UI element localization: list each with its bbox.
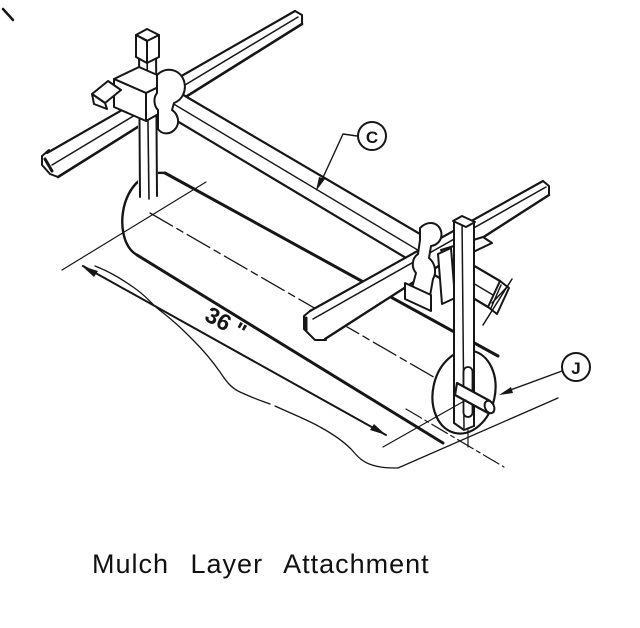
leader-line-j bbox=[504, 370, 563, 393]
callout-c: C bbox=[316, 121, 387, 191]
callout-letter-c: C bbox=[366, 128, 378, 147]
clamp-foot bbox=[404, 282, 432, 312]
callout-circle-c bbox=[357, 121, 387, 151]
callout-letter-j: J bbox=[571, 359, 580, 378]
dimension-arrow-right bbox=[370, 424, 386, 435]
bar-c-cut-face bbox=[487, 280, 510, 315]
leader-line-c bbox=[319, 133, 358, 185]
figure-caption: Mulch Layer Attachment bbox=[92, 549, 430, 579]
cut-face-hatch bbox=[490, 284, 507, 309]
axle-pin-end bbox=[483, 399, 496, 415]
extension-line-left bbox=[61, 181, 207, 271]
ground-sketch-line bbox=[94, 265, 559, 469]
clamp-hook bbox=[153, 68, 186, 135]
leader-arrow-j bbox=[499, 387, 513, 395]
dimension-line bbox=[82, 265, 387, 436]
clamp-back-jaw bbox=[437, 247, 456, 305]
clamp-hook bbox=[411, 222, 443, 297]
break-slash bbox=[482, 278, 513, 326]
drum-top-edge bbox=[163, 171, 500, 358]
bar-end-lip bbox=[43, 157, 54, 173]
standard-top-cap bbox=[452, 215, 476, 228]
callout-circle-j bbox=[561, 352, 591, 382]
drum-bottom-edge bbox=[135, 253, 445, 445]
left-standard-assembly bbox=[91, 28, 186, 200]
bar-cut-tip bbox=[542, 180, 550, 196]
leader-arrow-c bbox=[316, 177, 325, 191]
extension-line-right bbox=[382, 399, 467, 448]
dimension-arrow-left bbox=[82, 266, 98, 277]
roller-drum bbox=[121, 171, 500, 445]
callout-j: J bbox=[499, 352, 591, 395]
stray-mark bbox=[1, 7, 15, 22]
bar-cut-tip bbox=[294, 10, 303, 25]
right-standard-assembly bbox=[404, 215, 496, 448]
centerline-lower bbox=[405, 408, 505, 468]
drum-axis-centerline bbox=[149, 212, 471, 399]
